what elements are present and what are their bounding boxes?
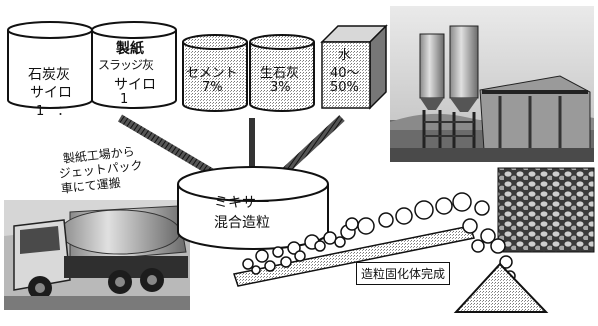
granule: [490, 238, 506, 254]
granule: [294, 250, 306, 262]
paper-silo-label-1: 製紙: [116, 41, 144, 57]
mixer-label-1: ミキサー: [214, 195, 270, 211]
cement-percent: 7%: [202, 80, 223, 95]
coal-ash-silo: [7, 21, 93, 109]
granule: [474, 200, 490, 216]
quicklime-tank: [249, 34, 315, 112]
granule: [323, 231, 337, 245]
mixer-label-2: 混合造粒: [214, 215, 270, 231]
paper-silo-label-3: サイロ: [114, 77, 156, 93]
granule: [357, 217, 375, 235]
granules: [242, 192, 516, 282]
water-label: 水: [338, 48, 352, 63]
granule: [480, 228, 496, 244]
coal-silo-label-2: サイロ: [30, 85, 72, 101]
granule: [452, 192, 472, 212]
quicklime-percent: 3%: [270, 80, 291, 95]
granule: [251, 265, 261, 275]
granule: [435, 197, 453, 215]
tanker-truck-photo: [4, 200, 190, 310]
granule: [314, 240, 326, 252]
granule: [242, 258, 254, 270]
paper-silo-label-2: スラッジ灰: [98, 58, 154, 72]
granule: [272, 246, 284, 258]
granule: [264, 260, 276, 272]
water-range-1: 40～: [330, 66, 360, 81]
quicklime-label: 生石灰: [260, 66, 300, 81]
granule: [280, 256, 292, 268]
water-range-2: 50%: [330, 80, 359, 95]
granule: [395, 207, 413, 225]
paper-silo-label-4: 1: [120, 92, 129, 107]
granule: [287, 241, 301, 255]
paper-sludge-silo: [91, 21, 177, 109]
granule: [471, 239, 485, 253]
granule: [462, 218, 478, 234]
granule: [345, 217, 359, 231]
granule-pile: [453, 262, 549, 313]
coal-silo-label-1: 石炭灰: [28, 67, 70, 83]
granule: [378, 212, 394, 228]
granule: [334, 236, 346, 248]
coal-silo-label-3: 1 ：: [36, 104, 71, 119]
mixer-drum: [177, 166, 329, 250]
granule: [255, 249, 269, 263]
plant-photo: [390, 6, 594, 162]
granule-photo: [497, 167, 595, 253]
result-label: 造粒固化体完成: [356, 262, 451, 285]
cement-tank: [182, 34, 248, 112]
cement-label: セメント: [186, 66, 238, 81]
granule: [414, 200, 434, 220]
granule: [499, 255, 513, 269]
conveyor-belt: [233, 225, 475, 287]
water-cube: [320, 24, 388, 110]
